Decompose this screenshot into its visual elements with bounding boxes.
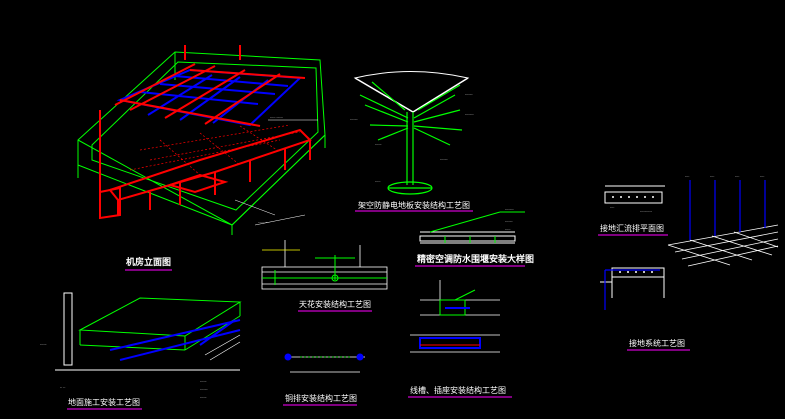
svg-text:----: ---- bbox=[710, 174, 714, 178]
svg-text:-----: ----- bbox=[375, 179, 380, 183]
svg-text:------: ------ bbox=[375, 142, 382, 146]
svg-text:------ ---: ------ --- bbox=[258, 220, 269, 224]
caption-grounding-system: 接地系统工艺图 bbox=[629, 339, 685, 348]
svg-text:------: ------ bbox=[40, 342, 47, 346]
svg-text:-------: ------- bbox=[350, 117, 358, 121]
trunking-socket-detail bbox=[410, 280, 500, 353]
floor-base-detail: ------ ------ ------- ------ -- -- bbox=[40, 292, 242, 399]
svg-text:--------: -------- bbox=[505, 207, 514, 211]
caption-room-elevation: 机房立面图 bbox=[126, 258, 172, 268]
caption-grounding-busbar: 接地汇流排平面图 bbox=[600, 224, 664, 233]
caption-trunking-socket: 线槽、插座安装结构工艺图 bbox=[410, 386, 506, 395]
svg-text:----: ---- bbox=[735, 174, 739, 178]
caption-floor-base: 地面施工安装工艺图 bbox=[68, 398, 140, 407]
caption-ceiling: 天花安装结构工艺图 bbox=[299, 300, 371, 309]
caption-ac-drainage: 精密空调防水围堰安装大样图 bbox=[417, 255, 535, 265]
ceiling-detail bbox=[261, 240, 388, 290]
svg-text:-------: ------- bbox=[505, 219, 513, 223]
svg-text:----: ---- bbox=[760, 174, 764, 178]
svg-text:-------: ------- bbox=[200, 387, 208, 391]
svg-text:-- --: -- -- bbox=[60, 385, 65, 389]
svg-text:-----: ----- bbox=[505, 227, 510, 231]
busbar-detail bbox=[284, 353, 365, 373]
ac-dam-detail: -------- ------- ----- bbox=[419, 207, 525, 244]
svg-text:------: ------ bbox=[200, 395, 207, 399]
caption-raised-floor: 架空防静电地板安装结构工艺图 bbox=[358, 201, 470, 210]
grounding-busbar-plan: ----------- ---- bbox=[604, 185, 665, 213]
svg-text:------: ------ bbox=[200, 379, 207, 383]
svg-text:-------: ------- bbox=[465, 92, 473, 96]
svg-text:-------: ------- bbox=[440, 157, 448, 161]
caption-cable-tray: 铜排安装结构工艺图 bbox=[285, 394, 357, 403]
machine-room-isometric: ----- ------ ------ --- bbox=[77, 45, 326, 235]
raised-floor-section: ------- -------- ------- ------ ------- … bbox=[350, 71, 474, 195]
svg-text:----: ---- bbox=[610, 205, 614, 209]
grounding-system: ---- ---- ---- ---- bbox=[600, 174, 779, 310]
svg-text:--------: -------- bbox=[465, 112, 474, 116]
svg-text:-----------: ----------- bbox=[640, 209, 652, 213]
svg-text:----: ---- bbox=[685, 174, 689, 178]
svg-text:----- ------: ----- ------ bbox=[270, 115, 283, 119]
